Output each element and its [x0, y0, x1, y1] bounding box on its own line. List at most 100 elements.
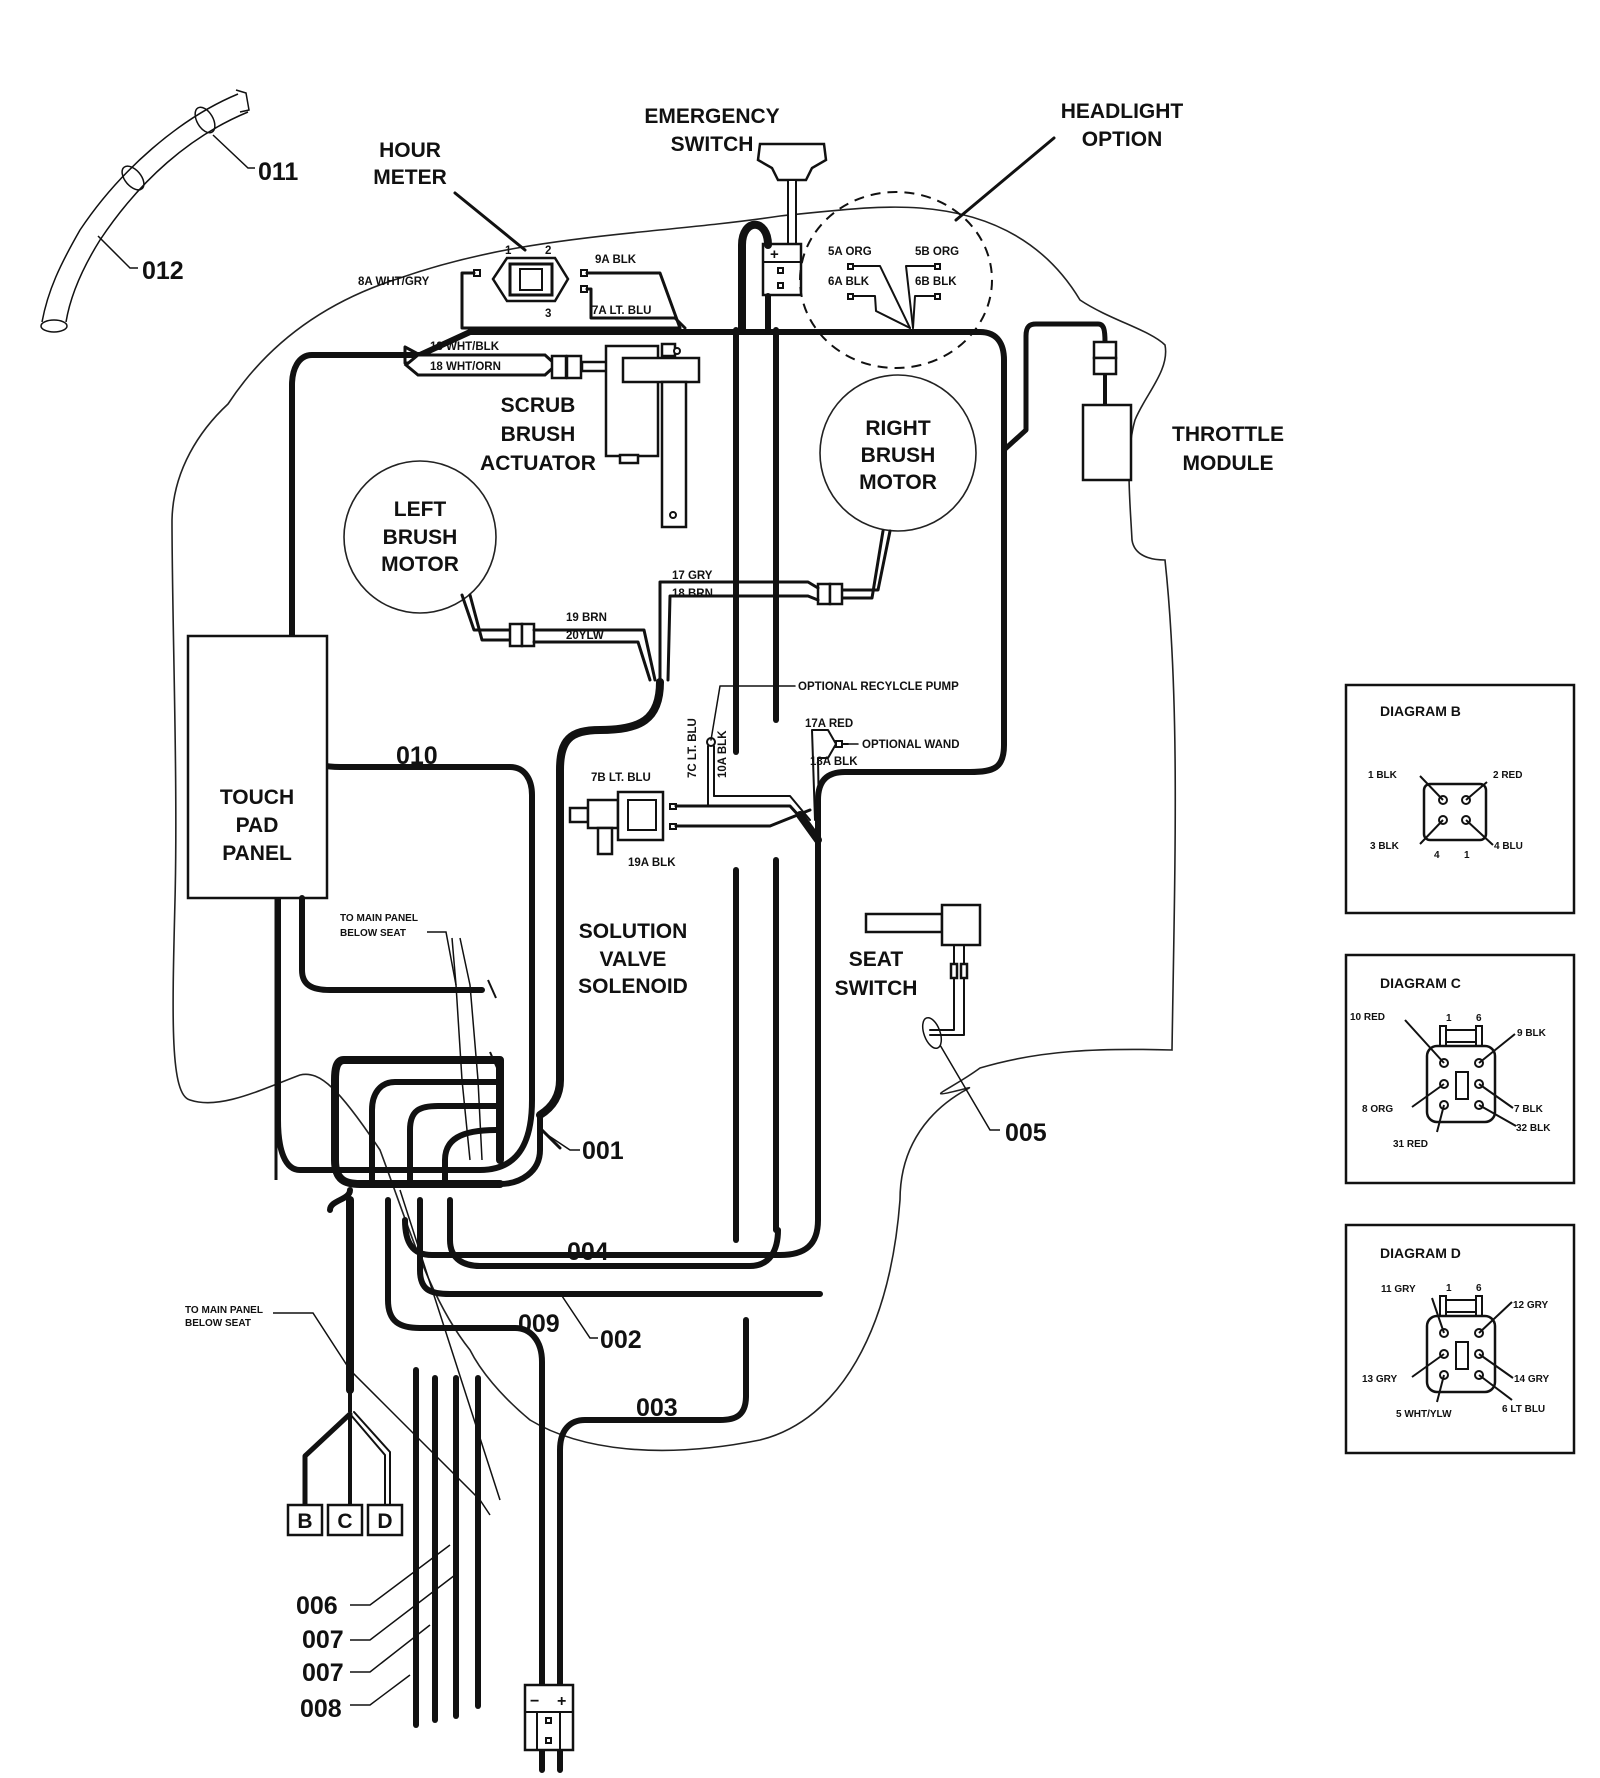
- diagram-b: DIAGRAM B 1 BLK 2 RED 3 BLK 4 BLU 4 1: [1344, 683, 1576, 915]
- svg-text:THROTTLE: THROTTLE: [1172, 423, 1284, 446]
- left-brush-motor-label: LEFT BRUSH MOTOR: [381, 498, 459, 576]
- svg-text:OPTION: OPTION: [1082, 128, 1163, 151]
- svg-text:1: 1: [505, 245, 512, 257]
- hose-clamp: [121, 165, 145, 191]
- svg-text:RIGHT: RIGHT: [865, 417, 931, 440]
- svg-text:2 RED: 2 RED: [1493, 770, 1522, 781]
- svg-text:31 RED: 31 RED: [1393, 1139, 1428, 1150]
- svg-text:BRUSH: BRUSH: [383, 526, 458, 549]
- callout-011: 011: [258, 158, 298, 186]
- svg-text:12 GRY: 12 GRY: [1513, 1300, 1549, 1311]
- hour-meter-label: HOUR METER: [373, 139, 447, 189]
- svg-text:METER: METER: [373, 166, 447, 189]
- svg-text:6: 6: [1476, 1283, 1482, 1294]
- svg-text:6 LT BLU: 6 LT BLU: [1502, 1404, 1545, 1415]
- svg-text:SOLENOID: SOLENOID: [578, 975, 688, 998]
- wire-label-18-wht: 18 WHT/ORN: [430, 361, 501, 373]
- svg-text:SCRUB: SCRUB: [501, 394, 576, 417]
- hose-clamp: [194, 106, 216, 134]
- wire-label-8a: 8A WHT/GRY: [358, 276, 430, 288]
- wire-label-7c: 7C LT. BLU: [687, 718, 699, 778]
- callout-008: 008: [300, 1695, 342, 1723]
- throttle-module-label: THROTTLE MODULE: [1172, 423, 1284, 475]
- svg-text:2: 2: [545, 245, 551, 257]
- svg-text:14 GRY: 14 GRY: [1514, 1374, 1550, 1385]
- svg-text:SWITCH: SWITCH: [835, 977, 918, 1000]
- svg-text:MOTOR: MOTOR: [381, 553, 459, 576]
- svg-text:HOUR: HOUR: [379, 139, 441, 162]
- svg-text:DIAGRAM C: DIAGRAM C: [1380, 975, 1461, 991]
- svg-text:4 BLU: 4 BLU: [1494, 841, 1523, 852]
- svg-text:13 GRY: 13 GRY: [1362, 1374, 1398, 1385]
- solution-valve-solenoid: [568, 790, 665, 856]
- touch-pad-panel-label: TOUCH PAD PANEL: [220, 786, 294, 865]
- callout-005: 005: [1005, 1119, 1047, 1147]
- svg-text:1: 1: [1446, 1013, 1452, 1024]
- svg-text:−: −: [530, 1693, 539, 1710]
- svg-text:32 BLK: 32 BLK: [1516, 1123, 1551, 1134]
- wire-label-20: 20YLW: [566, 630, 604, 642]
- svg-text:D: D: [377, 1510, 392, 1533]
- wire-label-7b: 7B LT. BLU: [591, 772, 651, 784]
- wire-label-19: 19 BRN: [566, 612, 607, 624]
- throttle-module: [1081, 340, 1133, 482]
- callout-012: 012: [142, 257, 184, 285]
- drain-hose: [40, 89, 255, 333]
- svg-text:11 GRY: 11 GRY: [1381, 1284, 1416, 1295]
- svg-text:MODULE: MODULE: [1183, 452, 1274, 475]
- svg-text:+: +: [770, 246, 779, 263]
- connector-b: B: [286, 1503, 324, 1537]
- svg-text:EMERGENCY: EMERGENCY: [644, 105, 779, 128]
- note-main-panel-2-line2: BELOW SEAT: [185, 1318, 251, 1329]
- svg-text:BRUSH: BRUSH: [861, 444, 936, 467]
- svg-text:DIAGRAM D: DIAGRAM D: [1380, 1245, 1461, 1261]
- svg-text:HEADLIGHT: HEADLIGHT: [1061, 100, 1184, 123]
- callout-006: 006: [296, 1592, 338, 1620]
- svg-text:LEFT: LEFT: [394, 498, 447, 521]
- diagram-d: DIAGRAM D 1 6 11 GRY 12 GRY 13 GRY 14 GR…: [1344, 1223, 1576, 1455]
- svg-text:1 BLK: 1 BLK: [1368, 770, 1398, 781]
- svg-text:BRUSH: BRUSH: [501, 423, 576, 446]
- svg-text:+: +: [557, 1693, 566, 1710]
- wire-label-17: 17 GRY: [672, 570, 713, 582]
- note-main-panel-1-line1: TO MAIN PANEL: [340, 913, 418, 924]
- seat-switch-label: SEAT SWITCH: [835, 948, 918, 1000]
- wire-label-19a: 19A BLK: [628, 857, 676, 869]
- scrub-brush-actuator-label: SCRUB BRUSH ACTUATOR: [480, 394, 596, 475]
- wire-label-18-brn: 18 BRN: [672, 588, 713, 600]
- hose-end: [40, 319, 68, 333]
- svg-text:MOTOR: MOTOR: [859, 471, 937, 494]
- svg-text:B: B: [297, 1510, 312, 1533]
- note-recycle-pump: OPTIONAL RECYLCLE PUMP: [798, 681, 959, 693]
- callout-004: 004: [567, 1238, 609, 1266]
- svg-text:SWITCH: SWITCH: [671, 133, 754, 156]
- note-optional-wand: OPTIONAL WAND: [862, 739, 960, 751]
- connector-c: C: [326, 1503, 364, 1537]
- callout-003: 003: [636, 1394, 678, 1422]
- emergency-switch: +: [756, 142, 828, 297]
- svg-text:DIAGRAM B: DIAGRAM B: [1380, 703, 1461, 719]
- svg-text:10 RED: 10 RED: [1350, 1012, 1385, 1023]
- right-brush-motor: [819, 374, 977, 532]
- hour-meter: 1 2 3: [491, 245, 570, 320]
- harness-010: [402, 329, 1007, 1258]
- svg-text:1: 1: [1446, 1283, 1452, 1294]
- diagram-c: DIAGRAM C 1 6 10 RED 9 BLK 8 ORG 7 BLK 3…: [1344, 953, 1576, 1185]
- svg-text:ACTUATOR: ACTUATOR: [480, 452, 596, 475]
- machine-outline: [171, 206, 1177, 1452]
- battery-connector: − +: [523, 1683, 575, 1752]
- callout-007a: 007: [302, 1626, 344, 1654]
- wire-label-9a: 9A BLK: [595, 254, 637, 266]
- left-brush-motor: [343, 460, 497, 614]
- svg-text:C: C: [337, 1510, 352, 1533]
- seat-switch: [864, 903, 982, 1036]
- callout-007b: 007: [302, 1659, 344, 1687]
- wire-label-13: 13 WHT/BLK: [430, 341, 500, 353]
- svg-text:VALVE: VALVE: [600, 948, 667, 971]
- svg-text:6: 6: [1476, 1013, 1482, 1024]
- svg-text:9 BLK: 9 BLK: [1517, 1028, 1547, 1039]
- callout-010: 010: [396, 742, 438, 770]
- wire-label-10a: 10A BLK: [717, 730, 729, 778]
- svg-text:3: 3: [545, 308, 551, 320]
